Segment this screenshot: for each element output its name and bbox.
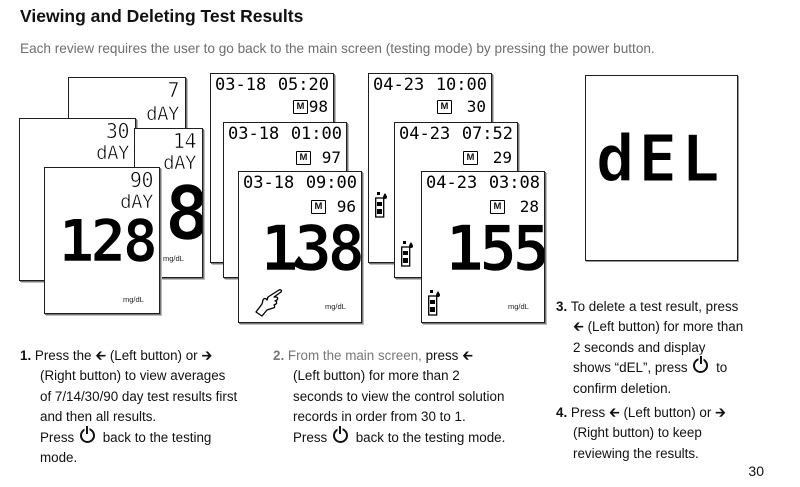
blood-drop-icon (294, 256, 304, 268)
date: 04-23 (373, 75, 425, 95)
step-text: 2 seconds and display (573, 339, 706, 355)
step-text: back to the testing (102, 429, 212, 445)
control-solution-icon (428, 290, 440, 316)
page-number: 30 (748, 463, 764, 479)
step-text: seconds to view the control solution (293, 388, 505, 404)
time: 07:52 (461, 124, 513, 144)
step-text: (Right button) to view averages (40, 368, 226, 384)
step-text: (Left button) or (623, 405, 712, 420)
time: 05:20 (277, 75, 329, 95)
memory-indicator: M (293, 100, 308, 114)
hand-pointer-icon (255, 289, 283, 317)
page-title: Viewing and Deleting Test Results (20, 6, 304, 26)
unit-label: mg/dL (123, 295, 144, 304)
step-number: 1. (20, 348, 32, 363)
glucose-value: 128 (59, 207, 158, 275)
left-arrow-icon: 🡰 (462, 348, 473, 363)
average-days: 90 (129, 168, 154, 192)
memory-count: 98 (308, 97, 328, 116)
memory-count: 96 (336, 197, 356, 216)
time: 10:00 (435, 75, 487, 95)
step-text: and then all results. (40, 409, 157, 425)
lcd-screen-control-28: 04-23 03:08 M 28 155 mg/dL (421, 171, 545, 323)
date: 03-18 (243, 173, 295, 193)
date: 04-23 (426, 173, 478, 193)
step-text: confirm deletion. (573, 380, 672, 396)
glucose-value: 155 (446, 212, 545, 285)
time: 09:00 (305, 173, 357, 193)
step-text: (Left button) or (109, 348, 198, 363)
step-text: records in order from 30 to 1. (293, 409, 466, 425)
right-arrow-icon: 🡲 (201, 348, 213, 363)
day-label: dAY (120, 191, 154, 213)
day-label: dAY (146, 103, 180, 125)
step-text: of 7/14/30/90 day test results first (40, 388, 238, 404)
memory-count: 29 (492, 148, 512, 167)
day-label: dAY (163, 152, 197, 174)
date: 03-18 (215, 75, 267, 95)
left-arrow-icon: 🡰 (573, 319, 584, 335)
memory-indicator: M (296, 151, 311, 165)
unit-label: mg/dL (508, 302, 529, 311)
lcd-screen-delete: dEL (585, 75, 738, 261)
step-text: (Right button) to keep (573, 425, 702, 441)
glucose-value: 138 (261, 212, 361, 285)
power-icon (79, 425, 95, 443)
step-text: shows “dEL”, press (573, 360, 688, 376)
unit-label: mg/dL (163, 254, 184, 263)
left-arrow-icon: 🡰 (95, 348, 107, 363)
control-solution-icon (401, 241, 413, 267)
glucose-value-partial: 8 (165, 177, 202, 252)
memory-indicator: M (463, 151, 478, 165)
delete-indicator: dEL (596, 123, 724, 197)
step-text: Press (40, 429, 75, 445)
lcd-screen-memory-96: 03-18 09:00 M 96 138 mg/dL (238, 171, 362, 323)
day-label: dAY (96, 142, 130, 164)
power-icon (693, 356, 709, 374)
control-solution-icon (375, 192, 387, 218)
lcd-screen-90-day-average: 90 dAY 128 mg/dL (44, 167, 160, 314)
average-days: 7 (167, 78, 180, 102)
average-days: 14 (172, 129, 197, 153)
step-number: 3. (556, 299, 568, 314)
step-text: From the main screen, (287, 348, 422, 363)
memory-indicator: M (437, 100, 452, 114)
step-text: mode. (40, 450, 78, 466)
step-text: (Left button) for more than 2 (293, 368, 460, 384)
right-arrow-icon: 🡲 (715, 405, 726, 420)
step-number: 2. (273, 348, 285, 363)
memory-count: 30 (466, 97, 486, 116)
step-text: (Left button) for more than (587, 319, 744, 335)
step-number: 4. (556, 405, 568, 420)
step-text: reviewing the results. (573, 445, 699, 461)
memory-count: 28 (519, 197, 539, 216)
average-days: 30 (105, 119, 130, 143)
step-1-instructions: 1. Press the 🡰 (Left button) or 🡲 (Right… (20, 346, 270, 468)
date: 04-23 (399, 124, 451, 144)
left-arrow-icon: 🡰 (608, 405, 620, 420)
page-subtitle: Each review requires the user to go back… (20, 41, 655, 56)
memory-count: 97 (321, 148, 341, 167)
power-icon (332, 425, 348, 443)
step-4-instructions: 4. Press 🡰 (Left button) or 🡲 (Right but… (556, 403, 776, 464)
step-3-instructions: 3. To delete a test result, press 🡰 (Lef… (556, 297, 776, 399)
step-text: to (716, 360, 728, 376)
memory-indicator: M (311, 200, 326, 214)
step-text: press (425, 348, 459, 363)
step-text: Press the (34, 348, 92, 363)
memory-indicator: M (490, 200, 505, 214)
step-text: Press (293, 429, 328, 445)
time: 01:00 (290, 124, 342, 144)
step-text: To delete a test result, press (570, 299, 739, 314)
time: 03:08 (488, 173, 540, 193)
unit-label: mg/dL (325, 302, 346, 311)
step-text: back to the testing mode. (355, 429, 506, 445)
step-2-instructions: 2. From the main screen, press 🡰 (Left b… (273, 346, 543, 448)
date: 03-18 (228, 124, 280, 144)
step-text: Press (570, 405, 606, 420)
